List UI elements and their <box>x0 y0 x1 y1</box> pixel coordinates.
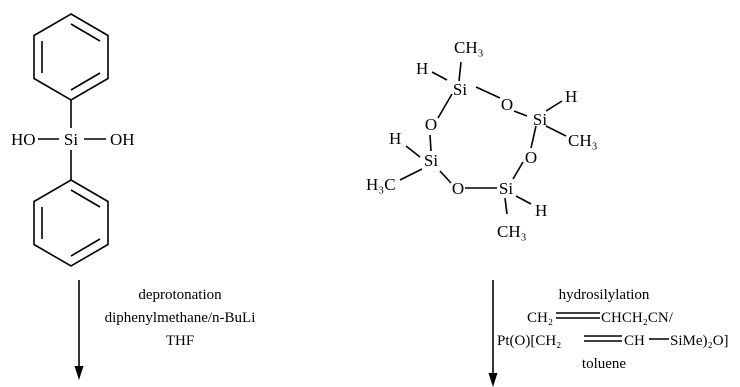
right-condition-chch2cn: CHCH₂CN/ <box>601 310 674 326</box>
diphenylsilanediol-structure: Si HO OH <box>11 13 135 267</box>
h-atom-4: H <box>535 201 547 220</box>
ch3-label-1: CH₃ <box>454 38 484 57</box>
cyclotetrasiloxane-structure: Si Si Si Si O O O O H H H H CH₃ CH₃ H₃C … <box>366 38 598 241</box>
right-condition-line-4: toluene <box>582 356 626 372</box>
right-condition-sime: SiMe)₂O] <box>670 333 729 349</box>
o-atom-1: O <box>501 95 513 114</box>
right-condition-line-1: hydrosilylation <box>559 287 650 303</box>
h-atom-1: H <box>416 59 428 78</box>
si-atom-2: Si <box>533 110 547 129</box>
left-condition-line-3: THF <box>166 333 194 349</box>
h-atom-3: H <box>389 129 401 148</box>
si-atom-label: Si <box>64 130 78 149</box>
left-conditions: deprotonation diphenylmethane/n-BuLi THF <box>105 287 256 349</box>
oh-label: OH <box>110 130 135 149</box>
ch3-label-3: CH₃ <box>497 222 527 241</box>
h3c-label: H₃C <box>366 175 396 194</box>
right-condition-pt-part: Pt(O)[CH₂ <box>497 333 561 349</box>
right-condition-ch: CH <box>624 333 645 349</box>
h-atom-2: H <box>565 87 577 106</box>
left-condition-line-1: deprotonation <box>138 287 222 303</box>
left-condition-line-2: diphenylmethane/n-BuLi <box>105 310 256 326</box>
o-atom-2: O <box>425 115 437 134</box>
ch3-label-2: CH₃ <box>568 131 598 150</box>
si-atom-1: Si <box>453 80 467 99</box>
o-atom-4: O <box>452 179 464 198</box>
right-condition-ch2: CH₂ <box>527 310 553 326</box>
right-reaction-arrow <box>488 280 498 387</box>
si-atom-3: Si <box>424 151 438 170</box>
top-phenyl-ring <box>33 13 109 101</box>
ho-label: HO <box>11 130 36 149</box>
si-atom-4: Si <box>499 179 513 198</box>
left-reaction-arrow <box>74 280 84 380</box>
o-atom-3: O <box>525 148 537 167</box>
bottom-phenyl-ring <box>33 179 109 267</box>
right-conditions: hydrosilylation CH₂ CHCH₂CN/ Pt(O)[CH₂ C… <box>497 287 729 372</box>
